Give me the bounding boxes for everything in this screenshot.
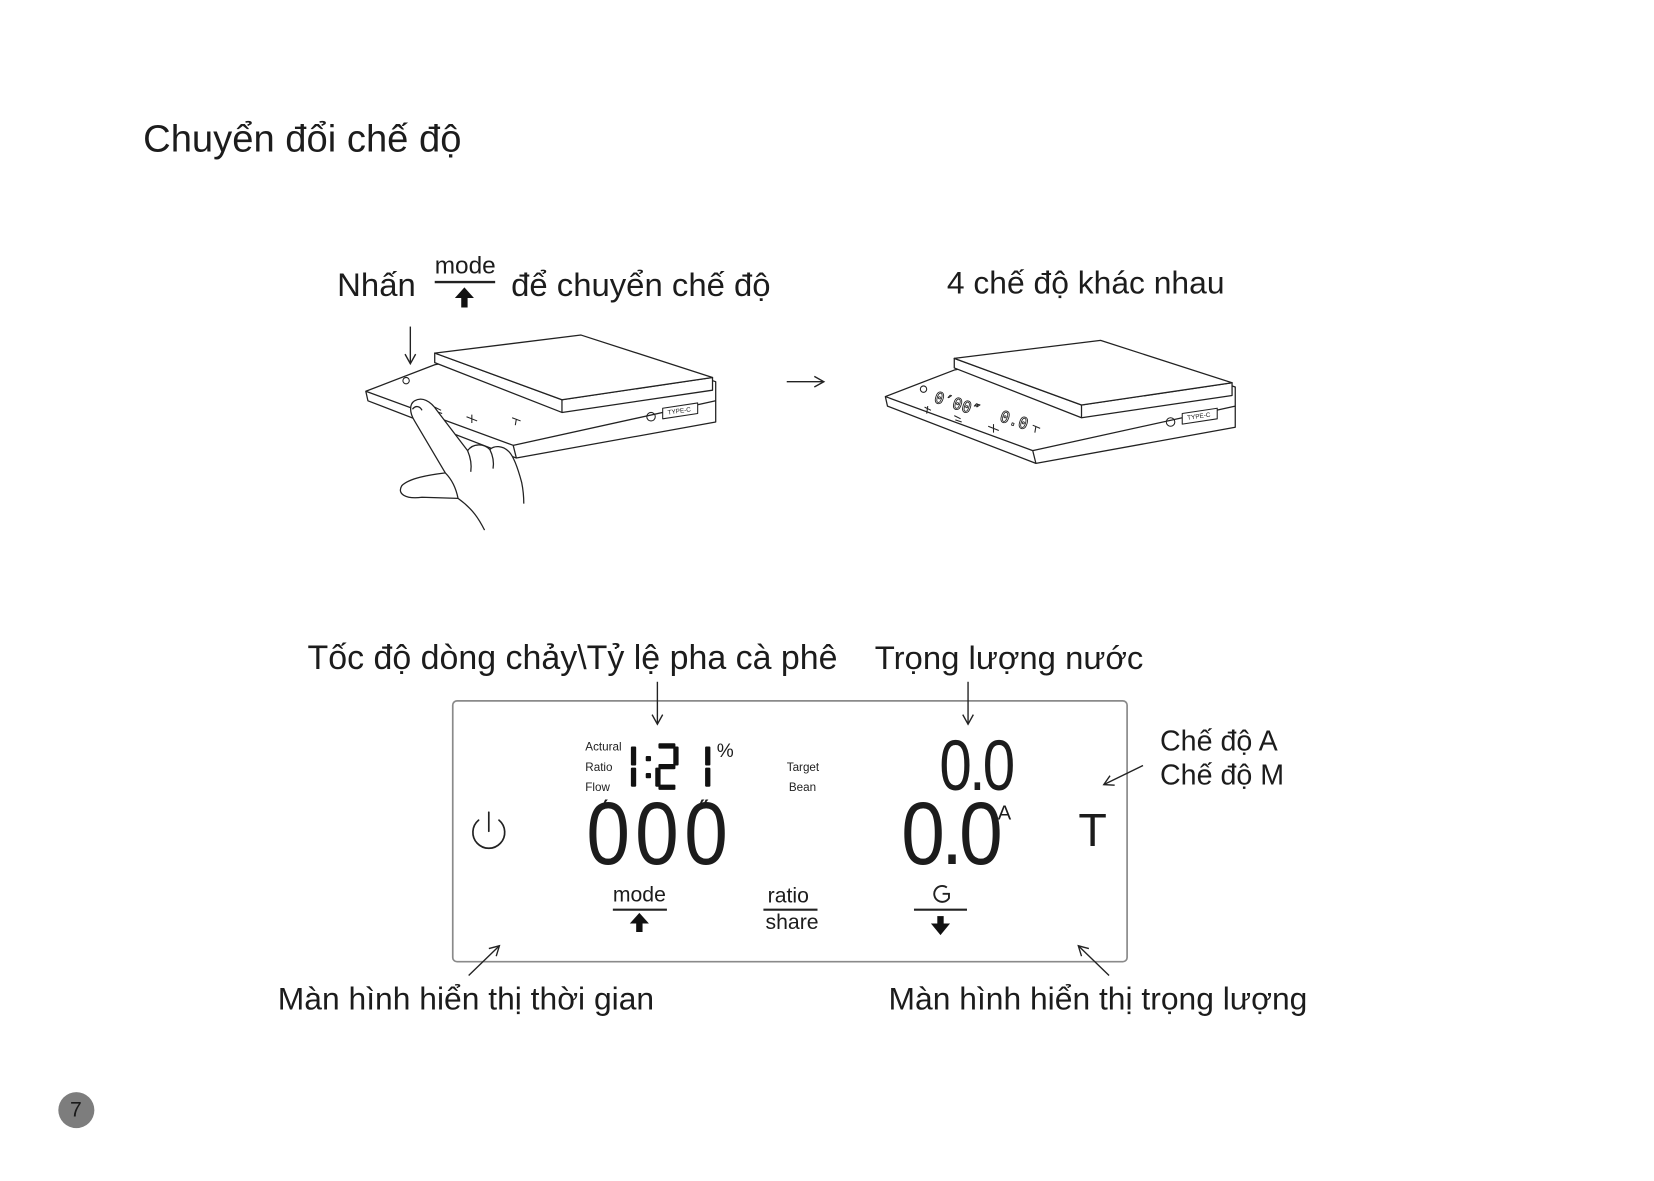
- mode-button-label: mode: [434, 251, 496, 279]
- lcd-segment: [658, 784, 676, 790]
- ratio-key-label: ratio: [767, 884, 809, 908]
- panel-label-flow: Flow: [585, 781, 610, 795]
- lcd-segment: [630, 746, 637, 766]
- lcd-segment: [658, 743, 676, 749]
- share-key-label: share: [765, 910, 819, 935]
- target-readout: 0.0: [939, 726, 1015, 806]
- panel-label-target: Target: [786, 761, 820, 775]
- usb-port-button: [1165, 417, 1176, 427]
- lcd-segment: [655, 767, 661, 787]
- power-icon: [402, 376, 410, 385]
- port-label: TYPE-C: [667, 406, 691, 416]
- scale-tray-top: [953, 339, 1233, 406]
- refresh-icon: [933, 885, 950, 903]
- tare-key: T: [1078, 804, 1107, 857]
- usb-port: [662, 402, 699, 420]
- callout-water-weight: Trọng lượng nước: [874, 639, 1144, 677]
- hand-knuckles: [444, 449, 495, 499]
- ratio-readout: [630, 743, 711, 790]
- callout-time-display: Màn hình hiển thị thời gian: [277, 981, 655, 1017]
- hand-finger-right: [414, 398, 525, 504]
- page-number-badge: [58, 1092, 95, 1129]
- time-seconds: 00: [635, 783, 734, 884]
- power-icon: [919, 385, 928, 393]
- page-number: 7: [69, 1098, 82, 1122]
- scale-illustration-press: TYPE-C: [365, 334, 717, 531]
- callout-arrow-weight: [1077, 944, 1110, 976]
- weight-mode-indicator: A: [997, 802, 1012, 825]
- scale-illustration-display: 0′00″ 0.0 TYPE-C: [884, 339, 1236, 464]
- panel-label-actural: Actural: [585, 741, 622, 754]
- lcd-segment: [705, 746, 711, 766]
- weight-readout: 0.0: [901, 783, 1002, 884]
- instruction-action: để chuyển chế độ: [511, 266, 771, 304]
- percent-sign: %: [716, 740, 734, 762]
- callout-arrow-time: [468, 944, 501, 976]
- mode-key-label: mode: [612, 883, 666, 907]
- unit-icon: [466, 414, 478, 424]
- minute-mark: ′: [602, 795, 609, 828]
- lcd-segment: [630, 767, 637, 787]
- arrow-up-icon: [629, 912, 649, 933]
- hand-fingernail: [411, 405, 423, 411]
- lcd-segment: [645, 772, 652, 779]
- callout-arrow-mode: [1102, 764, 1144, 786]
- callout-flow-ratio: Tốc độ dòng chảy\Tỷ lệ pha cà phê: [307, 638, 838, 677]
- ratio-icon: [954, 415, 962, 423]
- mode-icon: [924, 406, 932, 414]
- instruction-result: 4 chế độ khác nhau: [946, 266, 1225, 302]
- lcd-segment: [673, 746, 679, 766]
- usb-port-button: [646, 411, 656, 422]
- page-title: Chuyển đổi chế độ: [143, 116, 462, 161]
- unit-icon: [988, 424, 999, 433]
- panel-label-bean: Bean: [788, 781, 817, 795]
- hand-finger-left: [399, 400, 486, 531]
- panel-label-ratio: Ratio: [585, 761, 613, 775]
- callout-mode-m: Chế độ M: [1159, 759, 1285, 791]
- arrow-up-icon: [454, 287, 474, 308]
- scale-tray-top: [434, 334, 714, 401]
- callout-mode-a: Chế độ A: [1159, 725, 1278, 758]
- time-minutes: 0: [586, 783, 630, 884]
- arrow-down-icon: [930, 916, 951, 936]
- display-frame: [451, 700, 1128, 963]
- instruction-press: Nhấn: [337, 266, 416, 304]
- tare-icon: [1032, 424, 1041, 433]
- second-mark: ″: [698, 795, 710, 828]
- port-label: TYPE-C: [1187, 412, 1211, 422]
- tare-icon: [511, 417, 521, 426]
- power-icon: [472, 811, 506, 850]
- callout-weight-display: Màn hình hiển thị trọng lượng: [888, 981, 1308, 1017]
- lcd-segment: [645, 755, 652, 762]
- lcd-segment: [658, 763, 676, 770]
- usb-port: [1181, 407, 1218, 425]
- lcd-segment: [705, 767, 711, 787]
